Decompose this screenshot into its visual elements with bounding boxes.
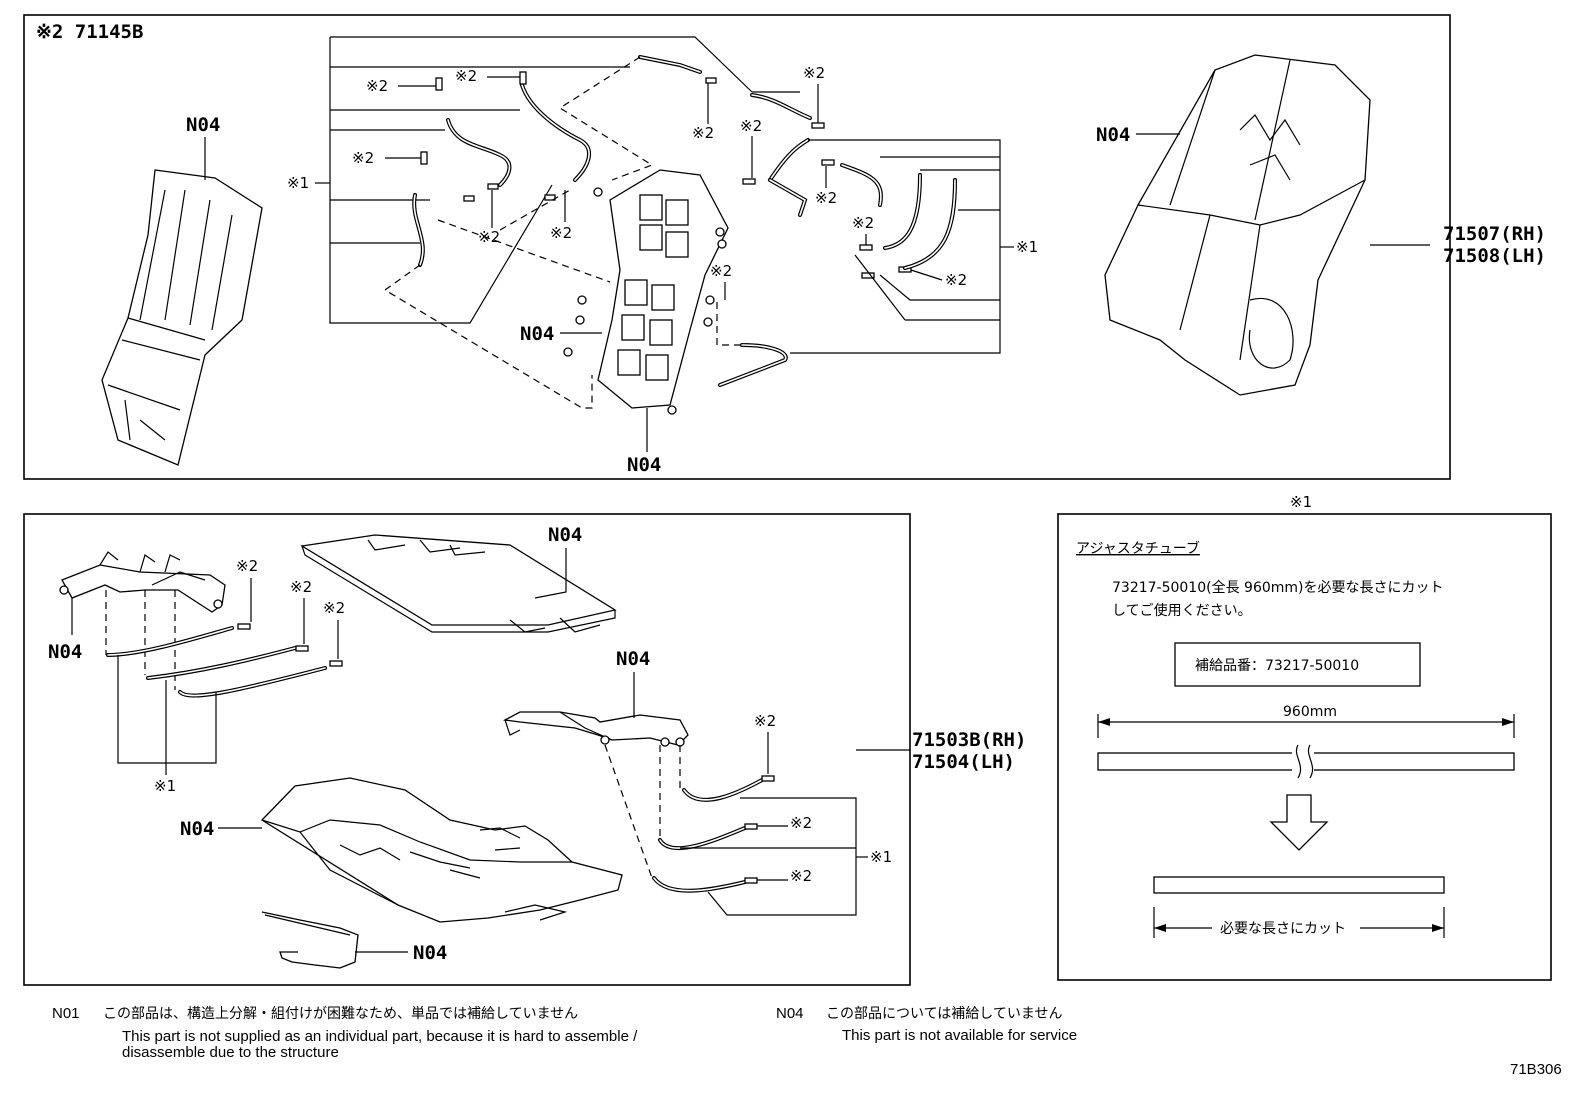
bracket-lower-1 [117,655,217,775]
supply-number-box [1174,642,1421,687]
lower-panel: N04 ※1 ※2 ※2 ※2 N04 [23,513,1026,986]
note-instruction-1: 73217-50010(全長 960mm)を必要な長さにカット [1112,579,1444,596]
seatback-cover-sheet [101,169,263,466]
svg-text:This part is not supplied as a: This part is not supplied as an individu… [122,1028,638,1045]
bracket-right-1 [752,91,1001,354]
n04-label-mat: N04 [520,323,554,345]
length-dimension: 960mm [1097,704,1515,738]
svg-text:※2: ※2 [945,271,967,289]
figure-id: 71B306 [1510,1061,1562,1078]
cushion-pad-sheet [300,534,617,633]
cut-tube: 必要な長さにカット [1153,876,1445,938]
adjuster-tube-note: ※1 アジャスタチューブ 73217-50010(全長 960mm)を必要な長さ… [1057,493,1552,981]
svg-text:※2: ※2 [323,599,345,617]
cushion-tubes-left [106,623,343,698]
svg-text:※2: ※2 [790,814,812,832]
mark1-lower-left: ※1 [154,777,176,795]
dashes-right-bracket [604,744,681,879]
note-marker: ※1 [1290,493,1312,511]
svg-text:N01: N01 [52,1005,80,1022]
lumbar-support-mat [563,169,729,415]
mark1-right: ※1 [1016,238,1038,256]
svg-text:960mm: 960mm [1283,704,1337,720]
cushion-bracket-right [502,711,689,747]
seatback-cover-assembly [1104,54,1371,396]
svg-text:This part is not available for: This part is not available for service [842,1027,1077,1044]
svg-text:この部品については補給していません: この部品については補給していません [826,1006,1062,1022]
upper-panel-frame [23,14,1451,480]
svg-text:この部品は、構造上分解・組付けが困難なため、単品では補給して: この部品は、構造上分解・組付けが困難なため、単品では補給していません [103,1006,578,1022]
upper-panel: ※2 71145B N04 ※1 [23,14,1546,480]
note-panel-frame [1057,513,1552,981]
dashes-left-bracket [105,590,176,690]
n04-label-seat-cushion: N04 [180,818,214,840]
n04-label-cover: N04 [186,114,220,136]
n04-label-cushion-pad: N04 [548,524,582,546]
assembly-dashes-upper [383,56,742,409]
svg-text:※2: ※2 [692,124,714,142]
n04-label-seatback: N04 [1096,124,1130,146]
svg-text:※2: ※2 [290,578,312,596]
svg-text:※2: ※2 [803,64,825,82]
svg-text:※2: ※2 [815,189,837,207]
svg-text:※2: ※2 [550,224,572,242]
cushion-bracket-left [59,551,226,613]
lumbar-tubes-right [718,138,957,387]
svg-text:※2: ※2 [740,117,762,135]
svg-text:※2: ※2 [852,214,874,232]
svg-text:※2: ※2 [236,557,258,575]
part-number-71504: 71504(LH) [912,751,1015,773]
supply-number: 補給品番：73217-50010 [1195,658,1359,674]
footnote-n04: N04 この部品については補給していません This part is not a… [776,1005,1077,1044]
svg-text:disassemble due to the structu: disassemble due to the structure [122,1044,339,1061]
note-title: アジャスタチューブ [1076,540,1200,557]
footnote-n01: N01 この部品は、構造上分解・組付けが困難なため、単品では補給していません T… [52,1005,638,1061]
seat-cushion-assembly [260,777,623,923]
n04-label-harness: N04 [413,942,447,964]
full-length-tube [1097,744,1515,779]
part-number-71508: 71508(LH) [1443,245,1546,267]
svg-text:※2: ※2 [366,77,388,95]
n04-label-mat-bottom: N04 [627,454,661,476]
mark1-lower-right: ※1 [870,848,892,866]
svg-text:N04: N04 [776,1005,804,1022]
n04-label-cushion-bracket: N04 [48,641,82,663]
svg-text:※2: ※2 [710,262,732,280]
svg-text:※2: ※2 [352,149,374,167]
svg-text:※2: ※2 [754,712,776,730]
mark1-left: ※1 [287,174,309,192]
wire-harness [261,911,359,969]
mark2-labels-upper: ※2 ※2 ※2 ※2 ※2 ※2 ※2 ※2 ※2 ※2 ※2 ※2 [352,64,967,300]
bracket-lower-right-1 [680,797,857,916]
lumbar-tubes-left [412,55,912,279]
cushion-tubes-right [652,775,775,893]
cut-label: 必要な長さにカット [1220,921,1346,937]
assembly-label: ※2 71145B [36,21,143,43]
svg-text:※2: ※2 [455,67,477,85]
down-arrow [1269,794,1329,851]
part-number-71503b: 71503B(RH) [912,729,1026,751]
svg-text:※2: ※2 [478,228,500,246]
note-instruction-2: してご使用ください。 [1112,602,1252,619]
svg-text:※2: ※2 [790,867,812,885]
n04-label-cushion-bracket-right: N04 [616,648,650,670]
part-number-71507: 71507(RH) [1443,223,1546,245]
bracket-left-1 [329,36,753,324]
